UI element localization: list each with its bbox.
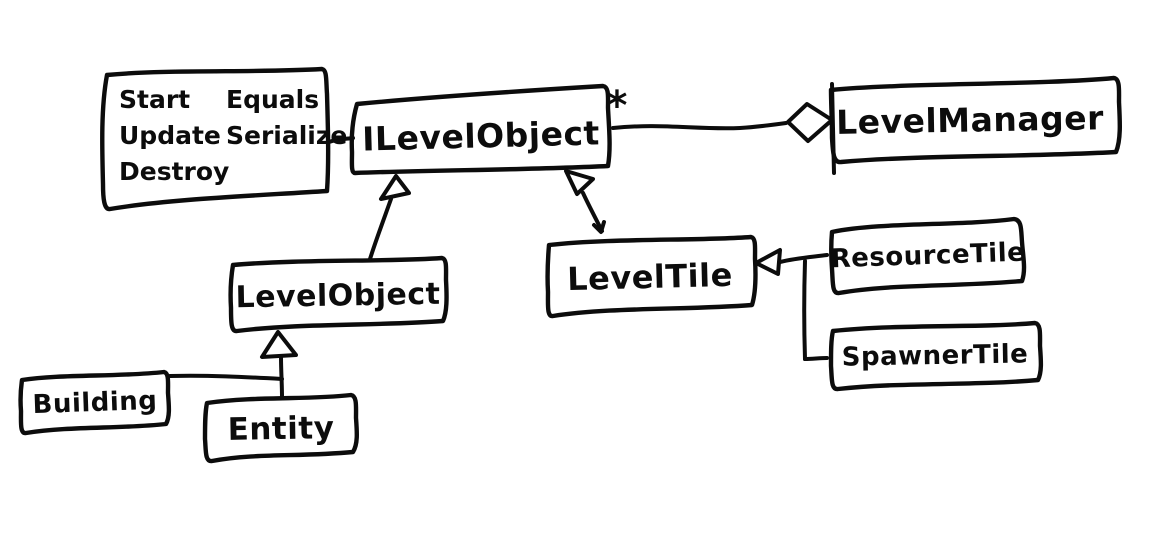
multiplicity-star: *	[606, 83, 628, 129]
class-label-ilevelobject: ILevelObject	[361, 113, 601, 159]
spawnertile-line	[803, 356, 829, 361]
class-label-levelobject: LevelObject	[235, 276, 441, 316]
class-label-spawnertile: SpawnerTile	[841, 339, 1029, 373]
note-box	[100, 66, 331, 212]
class-box-resourcetile	[829, 216, 1027, 296]
class-label-entity: Entity	[227, 410, 335, 448]
inheritance-connector-tiles	[754, 248, 829, 361]
class-box-levelobject	[228, 255, 449, 334]
building-horizontal-line	[168, 373, 284, 381]
note-methods-column-2: Equals Serialize	[226, 82, 347, 154]
note-method: Serialize	[226, 121, 348, 150]
class-box-spawnertile	[828, 320, 1044, 392]
inheritance-triangle-icon	[260, 330, 298, 359]
note-method: Update	[119, 121, 221, 150]
class-label-levelmanager: LevelManager	[835, 98, 1105, 142]
inheritance-triangle-icon	[754, 248, 782, 276]
class-label-leveltile: LevelTile	[566, 255, 734, 299]
class-box-leveltile	[545, 234, 758, 319]
aggregation-line	[611, 121, 788, 131]
note-connector-line	[327, 136, 355, 144]
note-method: Equals	[226, 85, 320, 114]
class-box-levelmanager	[828, 75, 1123, 175]
inheritance-arrow-leveltile	[564, 169, 606, 234]
levelmanager-left-edge-overshoot	[830, 82, 836, 175]
resourcetile-line	[778, 253, 829, 264]
inheritance-triangle-icon	[379, 174, 411, 201]
class-box-building	[18, 369, 172, 436]
note-methods-column-1: Start Update Destroy	[119, 82, 229, 190]
class-box-entity	[202, 392, 360, 464]
arrowhead-tick	[592, 220, 606, 234]
class-box-ilevelobject	[349, 83, 612, 176]
inheritance-triangle-icon	[564, 169, 595, 196]
note-method: Destroy	[119, 157, 230, 186]
inheritance-connector-building-entity	[168, 330, 298, 399]
note-method: Start	[119, 85, 191, 114]
aggregation-link-ilevelobject-levelmanager	[611, 102, 834, 143]
inheritance-arrow-levelobject	[368, 174, 411, 261]
branch-vertical-line	[802, 259, 807, 361]
class-label-building: Building	[32, 385, 158, 421]
aggregation-diamond-icon	[786, 102, 834, 143]
